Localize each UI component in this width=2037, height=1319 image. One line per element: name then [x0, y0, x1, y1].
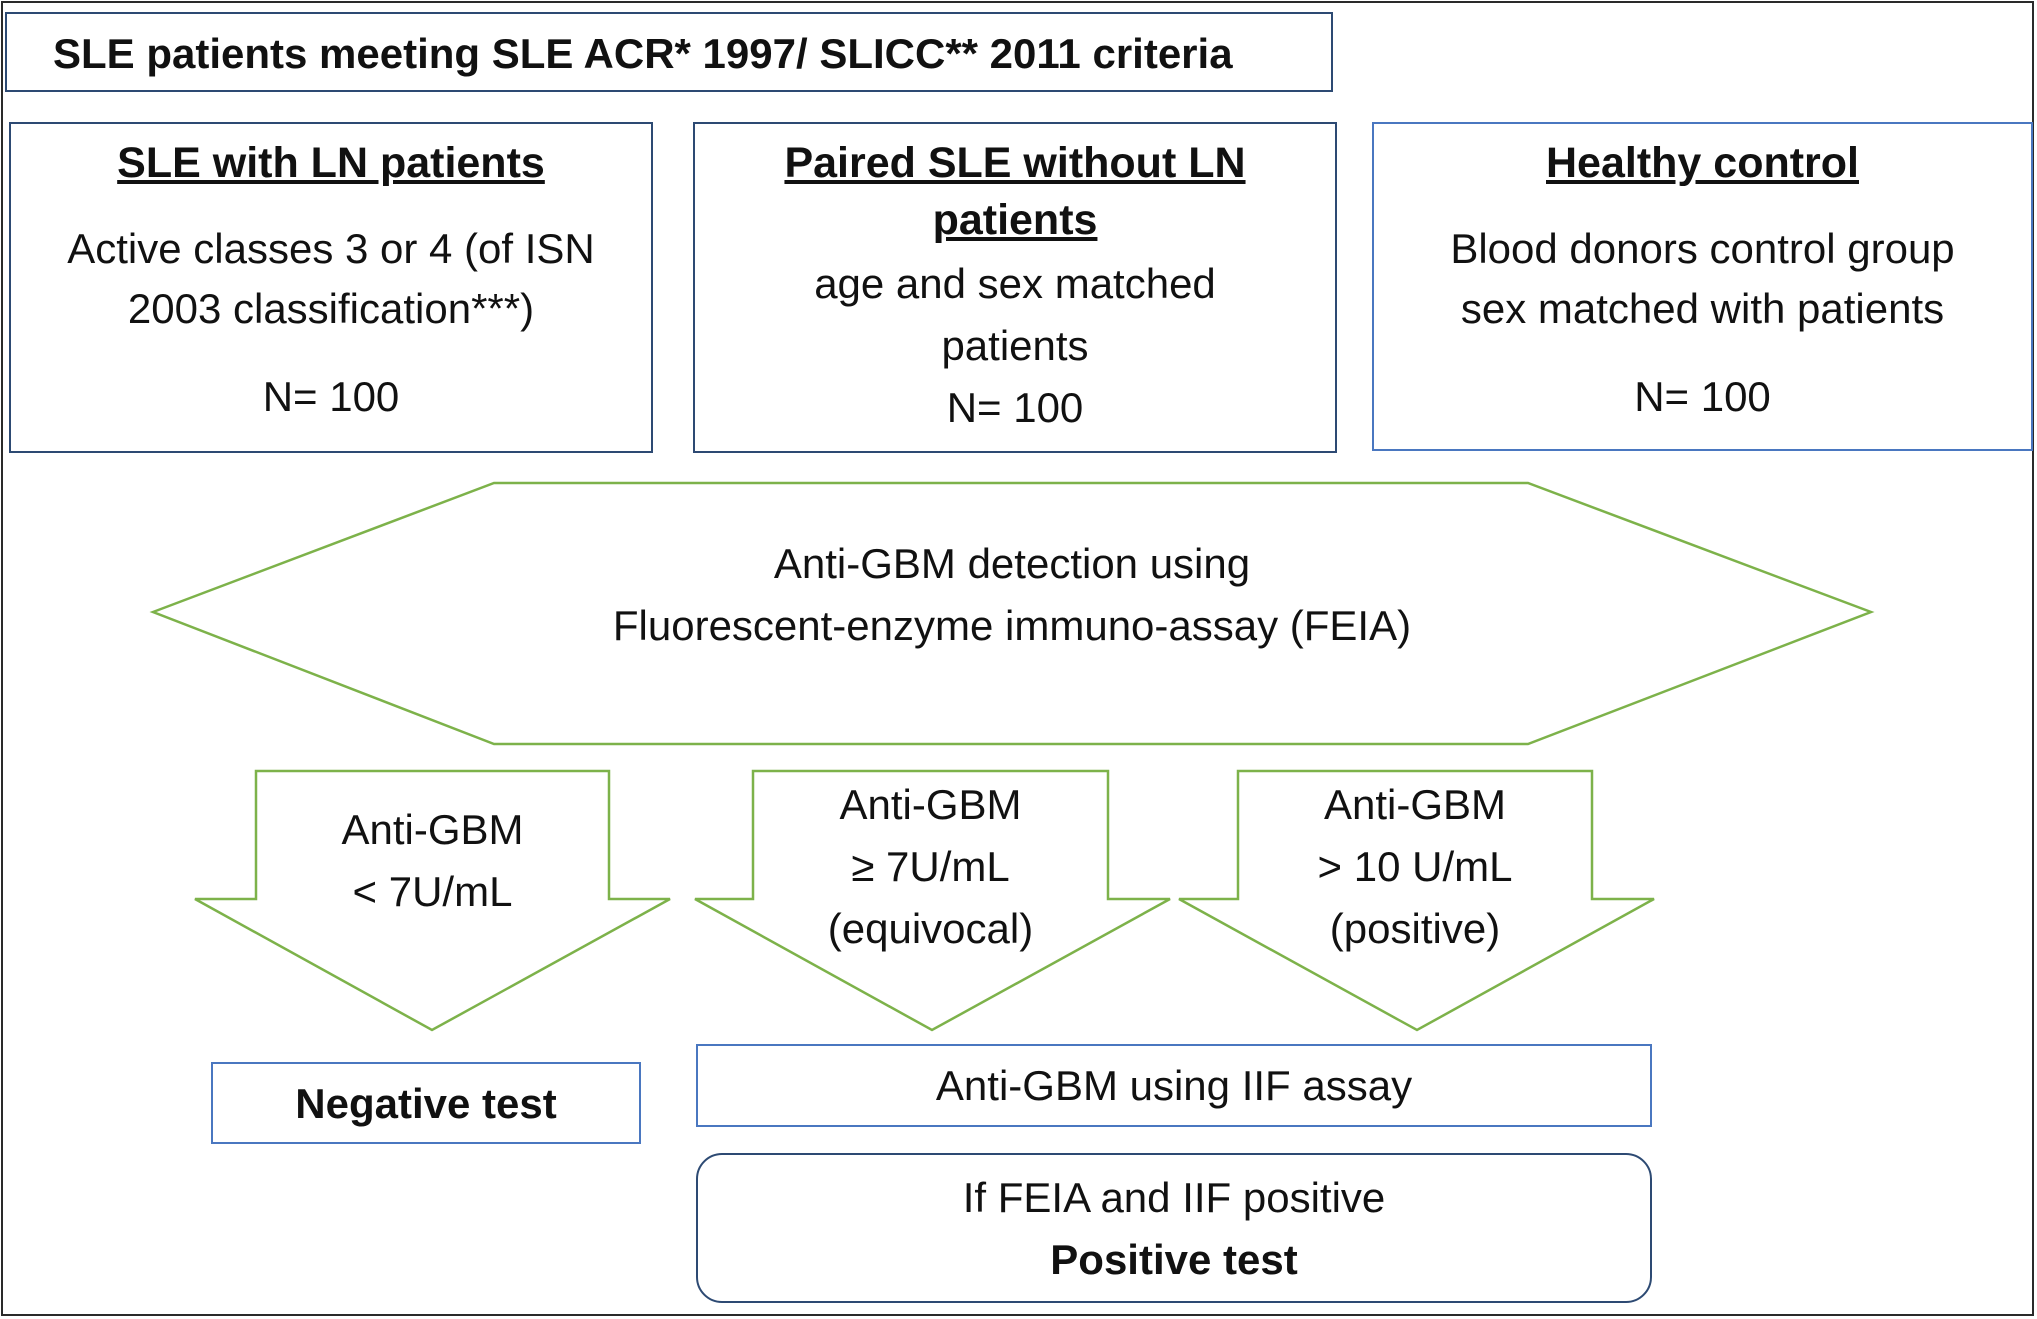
criteria-header-box: SLE patients meeting SLE ACR* 1997/ SLIC… — [5, 12, 1333, 92]
group-sle-no-ln-line-2: patients — [941, 322, 1089, 369]
positive-arrow-line-3: (positive) — [1329, 905, 1501, 952]
group-healthy-title: Healthy control — [1546, 139, 1859, 187]
group-sle-ln-line-2: 2003 classification***) — [127, 285, 535, 332]
group-sle-ln-count: N= 100 — [262, 373, 400, 420]
group-sle-no-ln-title-1: Paired SLE without LN — [784, 139, 1246, 187]
final-condition-label: If FEIA and IIF positive — [962, 1174, 1386, 1221]
negative-test-box: Negative test — [211, 1062, 641, 1144]
group-sle-no-ln-title-2: patients — [932, 196, 1098, 244]
feia-hexagon — [149, 481, 1875, 746]
group-sle-no-ln-count: N= 100 — [946, 384, 1084, 431]
equivocal-arrow-line-3: (equivocal) — [827, 905, 1034, 952]
arrow-positive — [1178, 769, 1655, 1032]
arrow-equivocal — [694, 769, 1171, 1032]
criteria-title: SLE patients meeting SLE ACR* 1997/ SLIC… — [53, 30, 1233, 77]
positive-arrow-line-2: > 10 U/mL — [1317, 843, 1513, 890]
feia-text-group: Anti-GBM detection using Fluorescent-enz… — [153, 533, 1871, 663]
positive-arrow-line-1: Anti-GBM — [1323, 781, 1507, 828]
negative-arrow-line-1: Anti-GBM — [341, 806, 524, 853]
negative-test-label: Negative test — [295, 1080, 557, 1127]
feia-line-1: Anti-GBM detection using — [773, 540, 1251, 587]
arrow-negative — [194, 769, 671, 1032]
equivocal-arrow-line-1: Anti-GBM — [839, 781, 1022, 828]
feia-line-2: Fluorescent-enzyme immuno-assay (FEIA) — [612, 602, 1412, 649]
final-positive-label: Positive test — [1050, 1236, 1298, 1283]
negative-arrow-line-2: < 7U/mL — [352, 868, 513, 915]
final-positive-box: If FEIA and IIF positive Positive test — [696, 1153, 1652, 1303]
equivocal-arrow-line-2: ≥ 7U/mL — [851, 843, 1010, 890]
group-healthy-line-2: sex matched with patients — [1460, 285, 1945, 332]
iif-assay-box: Anti-GBM using IIF assay — [696, 1044, 1652, 1127]
iif-assay-label: Anti-GBM using IIF assay — [935, 1062, 1413, 1109]
group-sle-no-ln-box: Paired SLE without LN patients age and s… — [693, 122, 1337, 453]
group-sle-no-ln-line-1: age and sex matched — [814, 260, 1216, 307]
group-sle-ln-line-1: Active classes 3 or 4 (of ISN — [67, 225, 595, 272]
group-sle-ln-box: SLE with LN patients Active classes 3 or… — [9, 122, 653, 453]
group-healthy-count: N= 100 — [1634, 373, 1771, 420]
group-sle-ln-title: SLE with LN patients — [117, 139, 545, 187]
group-healthy-box: Healthy control Blood donors control gro… — [1372, 122, 2033, 451]
group-healthy-line-1: Blood donors control group — [1450, 225, 1955, 272]
